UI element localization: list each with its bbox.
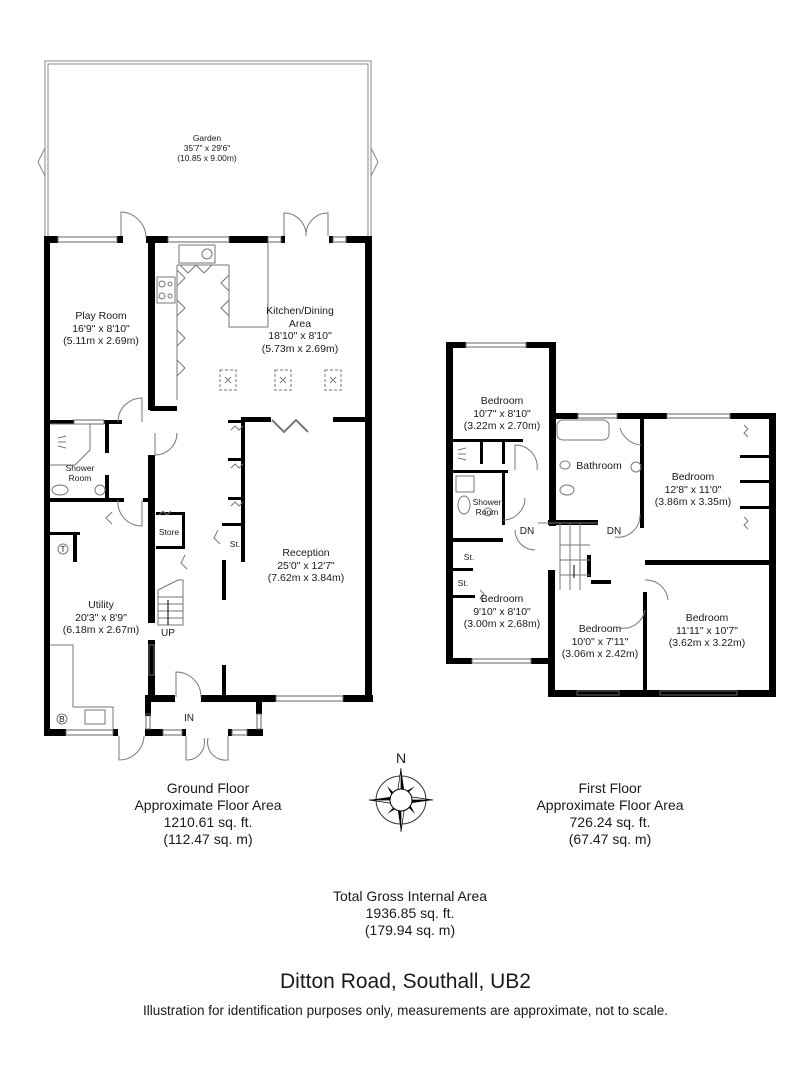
ground-floor-summary: Ground Floor Approximate Floor Area 1210… [134,780,282,847]
room-label-storage-cupboard: St. [229,539,241,549]
property-address: Ditton Road, Southall, UB2 [280,970,531,993]
compass-rose-icon [368,767,434,833]
total-area-summary: Total Gross Internal Area 1936.85 sq. ft… [332,888,488,938]
room-label-shower-room-first: Shower Room [472,497,502,517]
room-label-bedroom-2: Bedroom 12'8" x 11'0" (3.86m x 3.35m) [654,471,732,508]
room-label-bedroom-5: Bedroom 11'11" x 10'7" (3.62m x 3.22m) [668,612,746,649]
stairs-down-marker-right: DN [606,526,622,537]
garden-boundary [37,60,379,238]
compass-north-label: N [395,750,407,766]
room-label-shower-room-ground: Shower Room [65,463,95,483]
room-label-reception: Reception 25'0" x 12'7" (7.62m x 3.84m) [267,547,345,584]
first-floor-summary: First Floor Approximate Floor Area 726.2… [536,780,684,847]
room-label-store: Store [158,527,180,537]
tank-marker: T [60,544,66,554]
room-label-garden: Garden 35'7" x 29'6" (10.85 x 9.00m) [177,133,237,163]
ground-floor-doors [117,211,329,761]
entrance-marker: IN [184,713,194,724]
stairs-up-marker: UP [161,628,175,639]
room-label-play-room: Play Room 16'9" x 8'10" (5.11m x 2.69m) [63,310,139,347]
ground-floor-walls [44,236,373,736]
first-floor-windows [465,342,738,696]
room-label-kitchen-dining: Kitchen/Dining Area 18'10" x 8'10" (5.73… [261,305,339,355]
first-floor-fixtures [455,419,749,629]
room-label-bathroom: Bathroom [576,460,622,472]
room-label-utility: Utility 20'3" x 8'9" (6.18m x 2.67m) [62,599,140,636]
room-label-storage-1: St. [463,552,475,562]
stairs-down-marker-left: DN [519,526,535,537]
boiler-marker: B [59,714,65,724]
kitchen-units [50,243,342,729]
ground-floor-windows [57,236,347,736]
room-label-bedroom-3: Bedroom 9'10" x 8'10" (3.00m x 2.68m) [463,593,541,630]
room-label-bedroom-1: Bedroom 10'7" x 8'10" (3.22m x 2.70m) [463,395,541,432]
room-label-bedroom-4: Bedroom 10'0" x 7'11" (3.06m x 2.42m) [561,623,639,660]
disclaimer: Illustration for identification purposes… [142,1003,669,1018]
room-label-storage-2: St. [457,578,469,588]
